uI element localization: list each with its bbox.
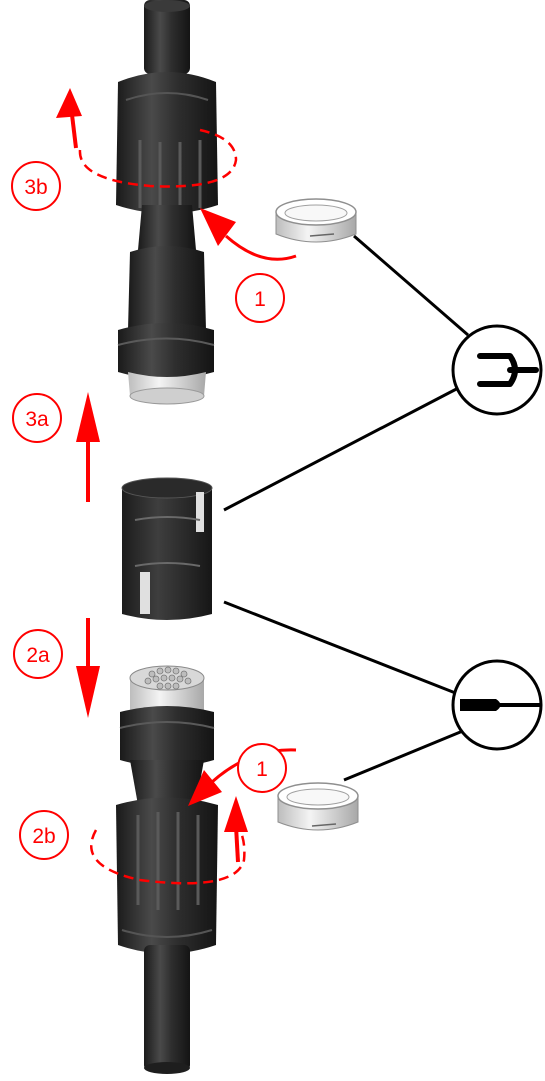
top-connector xyxy=(116,0,218,405)
rotation-3b xyxy=(78,128,238,188)
step-label-1-top: 1 xyxy=(235,273,285,323)
bottom-neck xyxy=(130,760,204,805)
callout-plug xyxy=(451,659,543,751)
leader-lines xyxy=(223,234,471,782)
socket-pin-symbol-icon xyxy=(477,353,539,387)
step-label-2a: 2a xyxy=(13,629,63,679)
bottom-coupling-ring xyxy=(120,706,214,767)
svg-text:3b: 3b xyxy=(24,176,47,199)
svg-text:2b: 2b xyxy=(32,825,55,848)
seal-ring-bottom xyxy=(277,782,359,831)
svg-text:3a: 3a xyxy=(25,408,49,431)
top-neck xyxy=(138,205,196,250)
top-body xyxy=(128,246,206,336)
plug-pin-symbol-icon xyxy=(460,699,540,711)
bottom-cable xyxy=(144,945,190,1071)
svg-text:1: 1 xyxy=(256,758,268,781)
top-cable xyxy=(144,0,190,74)
split-sleeve xyxy=(121,477,213,620)
step-label-3a: 3a xyxy=(12,393,62,443)
bottom-connector xyxy=(116,665,218,1074)
contact-pins xyxy=(144,666,192,690)
step-label-3b: 3b xyxy=(11,161,61,211)
top-cable-end xyxy=(144,0,190,12)
rotation-2b xyxy=(90,825,246,885)
svg-text:2a: 2a xyxy=(26,644,50,667)
callout-socket xyxy=(451,324,543,416)
svg-text:1: 1 xyxy=(254,288,266,311)
bottom-clamp-nut xyxy=(116,797,218,954)
arrow-1-top xyxy=(225,234,297,261)
top-coupling-ring xyxy=(118,323,214,379)
step-label-1-bottom: 1 xyxy=(237,743,287,793)
seal-ring-top xyxy=(275,198,357,243)
step-label-2b: 2b xyxy=(19,810,69,860)
